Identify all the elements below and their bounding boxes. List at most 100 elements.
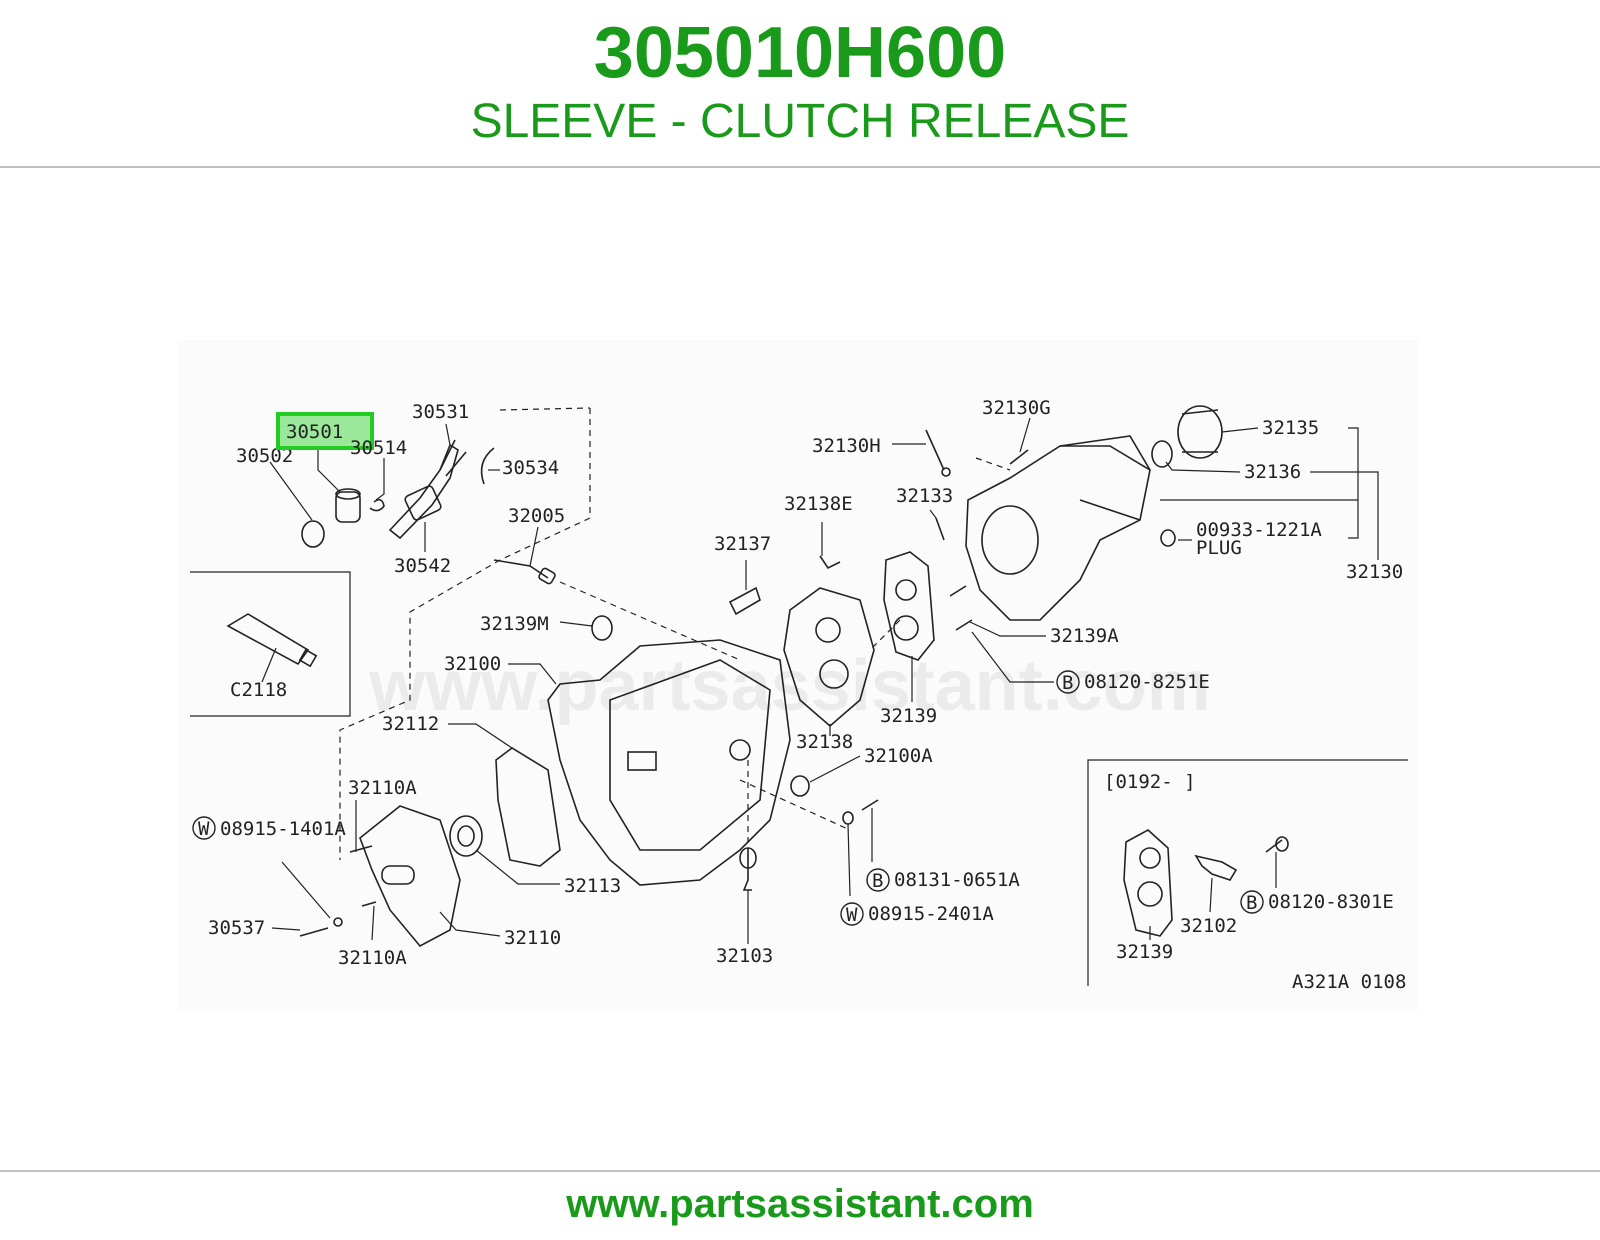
- label-32103[interactable]: 32103: [716, 945, 773, 967]
- label-32139A[interactable]: 32139A: [1050, 625, 1119, 647]
- leader-08915-2401A: [847, 823, 851, 897]
- label-30531[interactable]: 30531: [412, 401, 469, 423]
- part-00933-1221A-plug[interactable]: [1160, 529, 1176, 547]
- part-32138-hole-a: [815, 617, 841, 643]
- part-32130H-pin[interactable]: [925, 429, 945, 471]
- w-mark-08915-1401A: [192, 816, 216, 840]
- label-00933-1221A[interactable]: 00933-1221A: [1196, 519, 1322, 541]
- part-32139-adapter[interactable]: [883, 551, 935, 661]
- label-08120-8251E[interactable]: 08120-8251E: [1084, 671, 1210, 693]
- leader-32110: [439, 911, 501, 937]
- part-30501-sleeve[interactable]: [335, 491, 361, 523]
- part-32136-seal[interactable]: [1151, 440, 1173, 468]
- label-08120-8301E[interactable]: 08120-8301E: [1268, 891, 1394, 913]
- leader-08915-1401A: [281, 861, 331, 919]
- leader-32139A: [969, 621, 1046, 637]
- label-30542[interactable]: 30542: [394, 555, 451, 577]
- part-32138E-clip[interactable]: [819, 555, 841, 570]
- footer-url-link[interactable]: www.partsassistant.com: [566, 1182, 1034, 1226]
- w-mark-08915-1401A-letter: W: [198, 818, 210, 840]
- part-32139M-plug[interactable]: [591, 615, 613, 641]
- leader-32112: [448, 723, 513, 749]
- part-30537-bolt[interactable]: [299, 927, 329, 937]
- label-32139-inset[interactable]: 32139: [1116, 941, 1173, 963]
- c2118-grease-box: C2118: [190, 571, 351, 717]
- part-32112-gasket[interactable]: [495, 747, 561, 867]
- label-08131-0651A[interactable]: 08131-0651A: [894, 869, 1020, 891]
- label-32005[interactable]: 32005: [508, 505, 565, 527]
- label-32110A-top[interactable]: 32110A: [348, 777, 417, 799]
- part-30501-sleeve-top: [335, 488, 361, 500]
- part-32103-head: [739, 847, 757, 869]
- b-mark-08120-8301E: [1240, 890, 1264, 914]
- part-32130-bore: [981, 505, 1039, 575]
- label-32130G[interactable]: 32130G: [982, 397, 1051, 419]
- part-30502-clip[interactable]: [301, 520, 325, 548]
- b-mark-08131-0651A-letter: B: [872, 870, 883, 892]
- part-32130H-ring: [941, 467, 951, 477]
- part-32005-fitting: [538, 567, 556, 585]
- diagram-code: A321A 0108: [1292, 971, 1406, 993]
- part-32137-switch[interactable]: [728, 586, 761, 616]
- part-32100-housing[interactable]: [547, 639, 791, 886]
- label-32100[interactable]: 32100: [444, 653, 501, 675]
- watermark-text: www.partsassistant.com: [368, 646, 1211, 726]
- part-08120-8301E-bolt[interactable]: [1265, 839, 1283, 853]
- label-32133[interactable]: 32133: [896, 485, 953, 507]
- part-30514-spring[interactable]: [369, 498, 385, 512]
- bracket-32130: [1160, 427, 1379, 560]
- part-30534-boot[interactable]: [480, 447, 495, 485]
- leader-30531: [445, 423, 451, 446]
- label-32100A[interactable]: 32100A: [864, 745, 933, 767]
- part-32133-pin[interactable]: [935, 517, 945, 541]
- part-32138-plate[interactable]: [783, 587, 875, 728]
- b-mark-08120-8251E: [1056, 670, 1080, 694]
- part-30531-fork[interactable]: [388, 443, 459, 540]
- label-32112[interactable]: 32112: [382, 713, 439, 735]
- label-32139[interactable]: 32139: [880, 705, 937, 727]
- b-mark-08120-8251E-letter: B: [1062, 672, 1073, 694]
- label-32136[interactable]: 32136: [1244, 461, 1301, 483]
- label-32110[interactable]: 32110: [504, 927, 561, 949]
- part-32139A-bolts[interactable]: [949, 585, 973, 631]
- part-name-subtitle: SLEEVE - CLUTCH RELEASE: [470, 95, 1130, 148]
- housing-group: [271, 615, 879, 948]
- leader-30502: [269, 461, 313, 521]
- label-30534[interactable]: 30534: [502, 457, 559, 479]
- part-32110-cover[interactable]: [359, 805, 461, 948]
- label-c2118[interactable]: C2118: [230, 679, 287, 701]
- assembly-guide-bottom: [739, 760, 851, 848]
- label-32138E[interactable]: 32138E: [784, 493, 853, 515]
- part-32130-rear-housing-top: [1059, 435, 1151, 521]
- part-32139-hole-b: [893, 615, 919, 641]
- part-32113-seal[interactable]: [449, 815, 483, 857]
- label-32137[interactable]: 32137: [714, 533, 771, 555]
- label-08915-2401A[interactable]: 08915-2401A: [868, 903, 994, 925]
- label-32113[interactable]: 32113: [564, 875, 621, 897]
- label-32102[interactable]: 32102: [1180, 915, 1237, 937]
- part-30542-lever[interactable]: [404, 485, 442, 521]
- part-32130G-bolt[interactable]: [1009, 449, 1029, 465]
- highlight-box-30501[interactable]: [276, 412, 374, 450]
- label-32130H[interactable]: 32130H: [812, 435, 881, 457]
- part-32110A-bolts[interactable]: [349, 845, 377, 907]
- part-32139-inset-plate[interactable]: [1123, 829, 1173, 937]
- part-08120-8301E-head: [1275, 836, 1289, 852]
- w-mark-08915-2401A-letter: W: [846, 904, 858, 926]
- label-32135[interactable]: 32135: [1262, 417, 1319, 439]
- part-32102-bracket[interactable]: [1194, 854, 1238, 881]
- label-plug[interactable]: PLUG: [1196, 537, 1242, 559]
- label-32130[interactable]: 32130: [1346, 561, 1403, 583]
- part-08131-0651A-bolt[interactable]: [861, 799, 879, 811]
- label-08915-1401A[interactable]: 08915-1401A: [220, 818, 346, 840]
- label-30537[interactable]: 30537: [208, 917, 265, 939]
- label-32110A-bot[interactable]: 32110A: [338, 947, 407, 969]
- label-32139M[interactable]: 32139M: [480, 613, 549, 635]
- label-32138[interactable]: 32138: [796, 731, 853, 753]
- part-08915-1401A-washer[interactable]: [333, 917, 343, 927]
- label-30502[interactable]: 30502: [236, 445, 293, 467]
- label-30514[interactable]: 30514: [350, 437, 407, 459]
- part-32100A-plug[interactable]: [790, 775, 810, 797]
- part-32139-inset-hole-b: [1137, 881, 1163, 907]
- label-30501-highlighted[interactable]: 30501: [286, 421, 343, 443]
